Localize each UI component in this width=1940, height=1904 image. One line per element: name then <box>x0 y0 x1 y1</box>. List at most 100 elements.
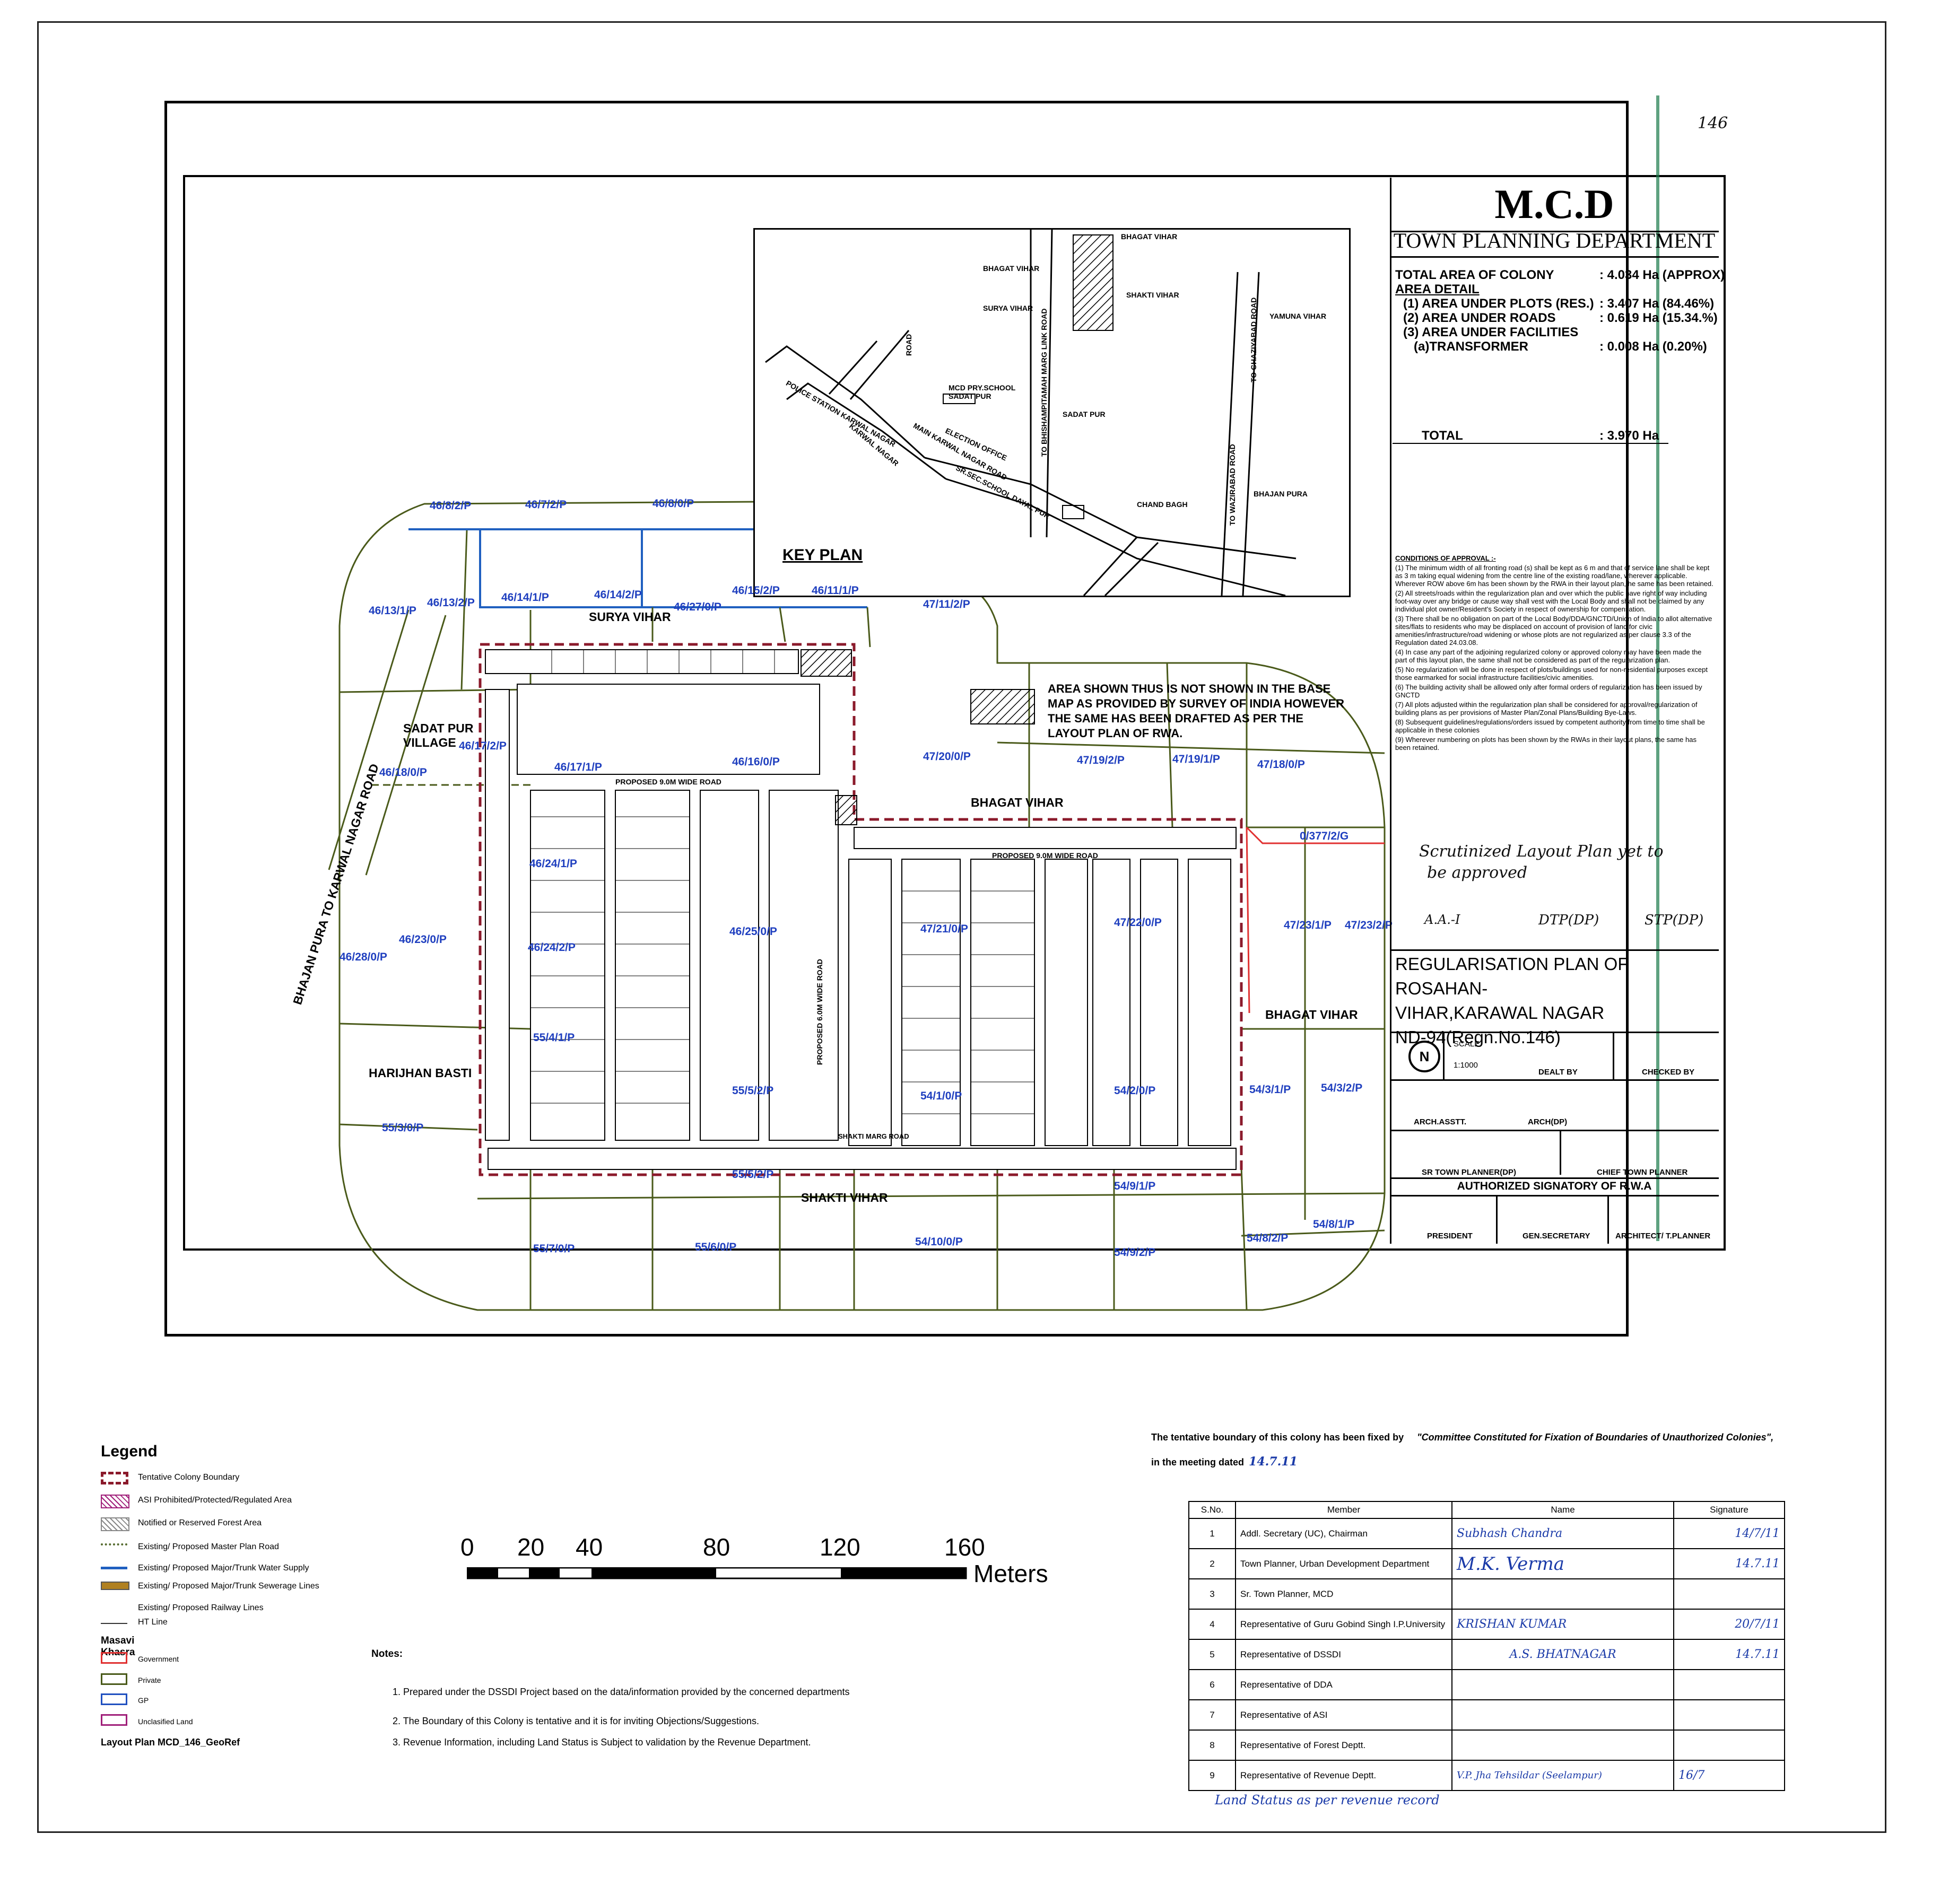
table-row: 1 Addl. Secretary (UC), Chairman Subhash… <box>1188 1518 1785 1549</box>
scale-bar <box>467 1567 967 1579</box>
kp-label: MCD PRY.SCHOOL SADAT PUR <box>949 383 1016 400</box>
khasra-label: 46/7/2/P <box>525 499 567 511</box>
masavi-swatch <box>101 1693 127 1705</box>
arch-dp: ARCH(DP) <box>1528 1117 1568 1126</box>
kp-label: TO BHISHAMPITAMAH MARG LINK ROAD <box>1040 308 1048 457</box>
name-cell: M.K. Verma <box>1451 1548 1674 1579</box>
sno-cell: 7 <box>1188 1699 1236 1731</box>
rule <box>1390 1177 1719 1179</box>
sno-cell: 4 <box>1188 1609 1236 1640</box>
khasra-label: 55/4/1/P <box>533 1032 575 1044</box>
legend-item: Existing/ Proposed Major/Trunk Sewerage … <box>138 1582 319 1591</box>
sno-cell: 6 <box>1188 1669 1236 1700</box>
khasra-label: 46/14/2/P <box>594 589 642 601</box>
table-row: 9 Representative of Revenue Deptt. V.P. … <box>1188 1760 1785 1791</box>
sr-town-planner: SR TOWN PLANNER(DP) <box>1422 1168 1517 1177</box>
meeting-label: in the meeting dated <box>1151 1457 1245 1468</box>
sno-cell: 1 <box>1188 1518 1236 1549</box>
rule <box>1443 1032 1445 1080</box>
table-row: 7 Representative of ASI <box>1188 1699 1785 1731</box>
road-swatch <box>101 1543 127 1545</box>
area-label: (3) AREA UNDER FACILITIES <box>1403 325 1579 339</box>
area-value: : 4.034 Ha (APPROX) <box>1599 268 1725 282</box>
condition: (6) The building activity shall be allow… <box>1395 683 1702 699</box>
sno-cell: 3 <box>1188 1578 1236 1610</box>
sno-cell: 8 <box>1188 1730 1236 1761</box>
masavi-item: Unclasified Land <box>138 1717 193 1726</box>
khasra-label: 46/23/0/P <box>399 933 447 946</box>
khasra-label: 55/5/2/P <box>732 1085 774 1097</box>
masavi-item: Private <box>138 1676 161 1684</box>
legend-title: Legend <box>101 1443 158 1460</box>
road-label: PROPOSED 6.0M WIDE ROAD <box>815 959 824 1065</box>
plan-title: REGULARISATION PLAN OF ROSAHAN- VIHAR,KA… <box>1395 952 1719 1050</box>
member-cell: Addl. Secretary (UC), Chairman <box>1235 1518 1452 1549</box>
condition: (2) All streets/roads within the regular… <box>1395 589 1707 613</box>
kp-label: SURYA VIHAR <box>983 304 1033 312</box>
name-cell <box>1451 1699 1674 1731</box>
area-table: TOTAL AREA OF COLONY: 4.034 Ha (APPROX) … <box>1395 268 1725 354</box>
table-row: 3 Sr. Town Planner, MCD <box>1188 1578 1785 1610</box>
khasra-label: 55/3/0/P <box>382 1122 424 1134</box>
committee-statement-text: The tentative boundary of this colony ha… <box>1151 1432 1404 1443</box>
scale-tick: 20 <box>517 1533 545 1561</box>
khasra-label: 46/24/2/P <box>528 941 576 954</box>
rule <box>1390 949 1719 951</box>
authority-title: M.C.D <box>1390 178 1719 232</box>
place-label: HARIJHAN BASTI <box>369 1066 472 1080</box>
key-plan-title: KEY PLAN <box>782 546 863 564</box>
signoff: STP(DP) <box>1645 912 1704 928</box>
legend-item: Tentative Colony Boundary <box>138 1473 240 1482</box>
khasra-label: 54/10/0/P <box>915 1236 963 1248</box>
place-label: SADAT PUR VILLAGE <box>403 721 474 749</box>
rule <box>1560 1130 1561 1175</box>
member-cell: Representative of DSSDI <box>1235 1639 1452 1670</box>
col-header: Signature <box>1673 1501 1785 1519</box>
table-row: 5 Representative of DSSDI A.S. BHATNAGAR… <box>1188 1639 1785 1670</box>
title-block <box>1390 178 1720 1244</box>
asi-swatch <box>101 1495 129 1508</box>
kp-label: SHAKTI VIHAR <box>1126 291 1179 299</box>
authorized-signatory: AUTHORIZED SIGNATORY OF R.W.A <box>1457 1180 1652 1192</box>
condition: (5) No regularization will be done in re… <box>1395 666 1708 682</box>
area-label: (1) AREA UNDER PLOTS (RES.) <box>1403 296 1594 311</box>
legend-item: ASI Prohibited/Protected/Regulated Area <box>138 1496 292 1505</box>
note: 1. Prepared under the DSSDI Project base… <box>393 1687 850 1697</box>
handwritten-footer: Land Status as per revenue record <box>1215 1793 1440 1807</box>
legend-item: Existing/ Proposed Master Plan Road <box>138 1542 279 1551</box>
condition: (1) The minimum width of all fronting ro… <box>1395 564 1713 588</box>
signature-cell: 20/7/11 <box>1673 1609 1785 1640</box>
conditions-of-approval: CONDITIONS OF APPROVAL :- (1) The minimu… <box>1395 554 1713 753</box>
total-label: TOTAL <box>1422 429 1463 443</box>
scale-tick: 120 <box>820 1533 860 1561</box>
rule <box>1613 1032 1614 1080</box>
khasra-label: 47/23/2/P <box>1345 919 1393 931</box>
dealt-by: DEALT BY <box>1538 1068 1578 1077</box>
rule <box>1607 1195 1609 1244</box>
condition: (8) Subsequent guidelines/regulations/or… <box>1395 718 1705 734</box>
name-cell <box>1451 1730 1674 1761</box>
road-label: PROPOSED 9.0M WIDE ROAD <box>992 851 1098 860</box>
col-header: Member <box>1235 1501 1452 1519</box>
condition: (4) In case any part of the adjoining re… <box>1395 648 1702 664</box>
scan-edge-line <box>1656 95 1659 1241</box>
area-label: (a)TRANSFORMER <box>1414 339 1528 354</box>
handwritten-note: be approved <box>1427 863 1528 882</box>
masavi-swatch <box>101 1673 127 1685</box>
legend-item: Existing/ Proposed Railway Lines <box>138 1603 264 1612</box>
sewerage-swatch <box>101 1582 129 1590</box>
water-swatch <box>101 1567 127 1569</box>
masavi-item: GP <box>138 1696 149 1705</box>
khasra-label: 54/2/0/P <box>1114 1085 1156 1097</box>
signature-cell: 14.7.11 <box>1673 1548 1785 1579</box>
khasra-label: 47/21/0/P <box>920 923 968 935</box>
hatched-area <box>801 649 852 677</box>
sheet-border <box>37 21 1886 1833</box>
rule <box>1496 1195 1498 1244</box>
gen-secretary: GEN.SECRETARY <box>1523 1232 1590 1241</box>
area-value: : 3.407 Ha (84.46%) <box>1599 296 1715 311</box>
note: 2. The Boundary of this Colony is tentat… <box>393 1716 760 1726</box>
khasra-label: 46/18/0/P <box>379 766 427 779</box>
place-label: SURYA VIHAR <box>589 610 671 624</box>
rule <box>1390 1079 1719 1081</box>
